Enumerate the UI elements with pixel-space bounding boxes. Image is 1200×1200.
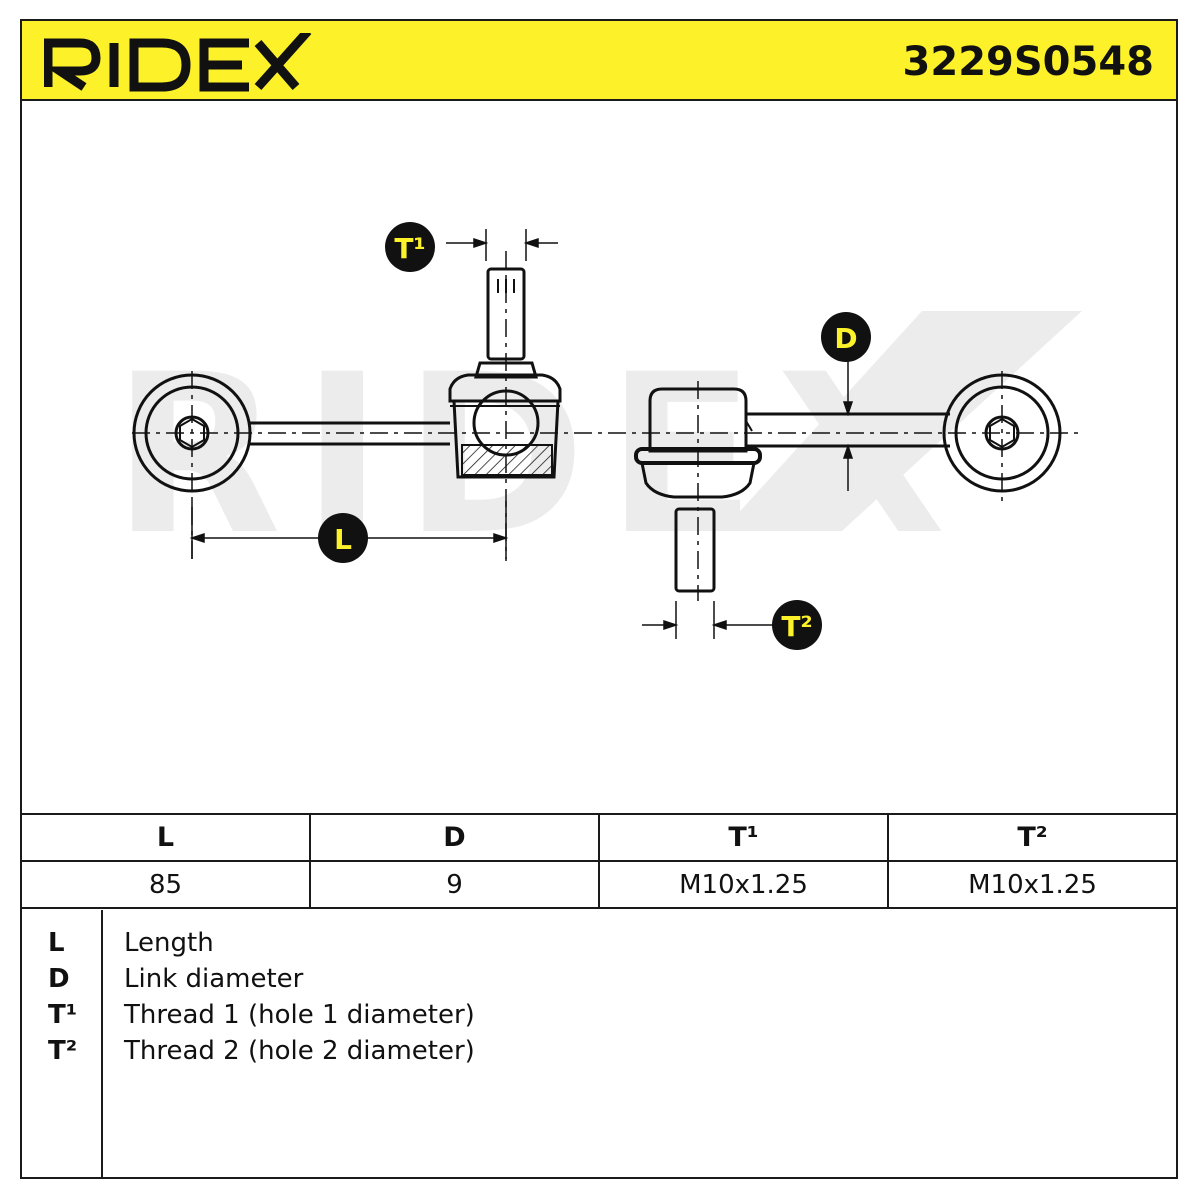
badge-d: D	[821, 312, 871, 362]
spec-header-t1: T¹	[598, 813, 889, 862]
legend-divider	[101, 910, 103, 1177]
badge-t2-label: T²	[781, 610, 812, 643]
spec-header-d: D	[309, 813, 600, 862]
badge-t2: T²	[772, 600, 822, 650]
legend-description: Link diameter	[124, 964, 304, 994]
badge-d-label: D	[834, 322, 857, 355]
spec-value-d: 9	[309, 860, 600, 909]
part-number: 3229S0548	[902, 39, 1154, 85]
spec-header-row: L D T¹ T²	[20, 813, 1178, 862]
spec-value-l: 85	[20, 860, 311, 909]
legend-description: Thread 1 (hole 1 diameter)	[124, 1000, 475, 1030]
spec-header-l: L	[20, 813, 311, 862]
spec-table: L D T¹ T² 85 9 M10x1.25 M10x1.25	[20, 813, 1178, 909]
badge-t1-label: T¹	[394, 232, 425, 265]
watermark: RIDEX	[112, 311, 1082, 583]
centerlines	[132, 251, 1082, 601]
spec-header-t2: T²	[887, 813, 1178, 862]
legend-description: Thread 2 (hole 2 diameter)	[124, 1036, 475, 1066]
technical-drawing: RIDEX	[112, 222, 1082, 650]
spec-value-row: 85 9 M10x1.25 M10x1.25	[20, 860, 1178, 909]
badge-l-label: L	[334, 523, 352, 556]
badge-l: L	[318, 513, 368, 563]
legend-symbol: T²	[48, 1036, 78, 1066]
legend: L Length D Link diameter T¹ Thread 1 (ho…	[20, 910, 1178, 1179]
spec-value-t2: M10x1.25	[887, 860, 1178, 909]
left-rod	[248, 421, 450, 446]
legend-symbol: T¹	[48, 1000, 78, 1030]
spec-value-t1: M10x1.25	[598, 860, 889, 909]
badge-t1: T¹	[385, 222, 435, 272]
legend-symbol: L	[48, 928, 65, 958]
ridex-logo	[44, 33, 312, 92]
legend-symbol: D	[48, 964, 70, 994]
legend-description: Length	[124, 928, 214, 958]
header-bar: 3229S0548	[20, 19, 1178, 101]
